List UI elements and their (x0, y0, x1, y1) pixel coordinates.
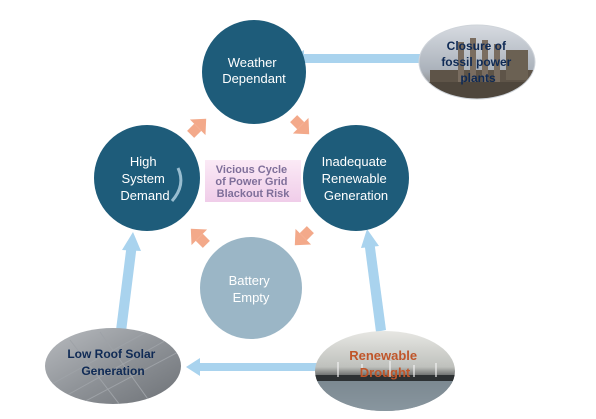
node-inadequate-line-2: Renewable (322, 171, 387, 186)
node-high-system-demand: High System Demand (94, 125, 200, 231)
low-solar-line-1: Low Roof Solar (67, 347, 155, 361)
external-low-roof-solar: Low Roof Solar Generation (45, 328, 181, 404)
center-label-line-3: Blackout Risk (217, 188, 291, 200)
center-label-line-2: of Power Grid (215, 176, 287, 188)
node-demand-line-3: Demand (120, 188, 169, 203)
external-closure-fossil: Closure of fossil power plants (418, 24, 536, 100)
node-battery-label: Battery Empty (229, 273, 274, 305)
low-solar-line-2: Generation (81, 364, 144, 378)
glare-decoration (170, 167, 183, 202)
external-renewable-drought: Renewable Drought (315, 331, 455, 411)
node-battery-empty: Battery Empty (200, 237, 302, 339)
closure-line-1: Closure of (447, 39, 507, 53)
arrow-drought-to-inadequate (361, 229, 386, 332)
closure-line-3: plants (460, 71, 496, 85)
external-arrows (116, 50, 420, 376)
node-demand-label: High System Demand (120, 154, 169, 203)
center-label-box: Vicious Cycle of Power Grid Blackout Ris… (205, 160, 301, 202)
arrow-demand-to-weather (187, 118, 207, 138)
arrow-drought-to-low-solar (186, 358, 322, 376)
low-solar-label: Low Roof Solar Generation (67, 347, 158, 378)
node-battery-line-1: Battery (229, 273, 271, 288)
closure-line-2: fossil power (441, 55, 511, 69)
panel-grid (49, 329, 181, 404)
node-battery-line-2: Empty (233, 290, 270, 305)
arrow-battery-to-demand (190, 228, 210, 248)
node-weather-dependant: Weather Dependant (202, 20, 306, 124)
solar-roof-picture (45, 328, 181, 404)
drought-line-2: Drought (360, 365, 411, 380)
center-label-line-1: Vicious Cycle (216, 164, 287, 176)
node-demand-line-1: High (130, 154, 157, 169)
turbines (337, 361, 437, 377)
arrow-low-solar-to-demand (116, 232, 141, 332)
arrow-weather-to-inadequate (290, 115, 310, 135)
closure-label: Closure of fossil power plants (441, 39, 514, 85)
node-inadequate-line-3: Generation (324, 188, 388, 203)
center-label: Vicious Cycle of Power Grid Blackout Ris… (215, 164, 290, 200)
wind-farm-picture (315, 331, 455, 411)
node-weather-line-1: Weather (228, 55, 278, 70)
node-weather-label: Weather Dependant (222, 55, 286, 86)
arrow-closure-to-weather (290, 50, 420, 67)
node-inadequate-renewable: Inadequate Renewable Generation (303, 125, 409, 231)
node-weather-line-2: Dependant (222, 71, 286, 86)
drought-line-1: Renewable (349, 348, 417, 363)
arrow-inadequate-to-battery (294, 226, 314, 246)
drought-label: Renewable Drought (349, 348, 421, 380)
node-inadequate-line-1: Inadequate (322, 154, 387, 169)
node-inadequate-label: Inadequate Renewable Generation (322, 154, 391, 203)
node-demand-line-2: System (122, 171, 165, 186)
